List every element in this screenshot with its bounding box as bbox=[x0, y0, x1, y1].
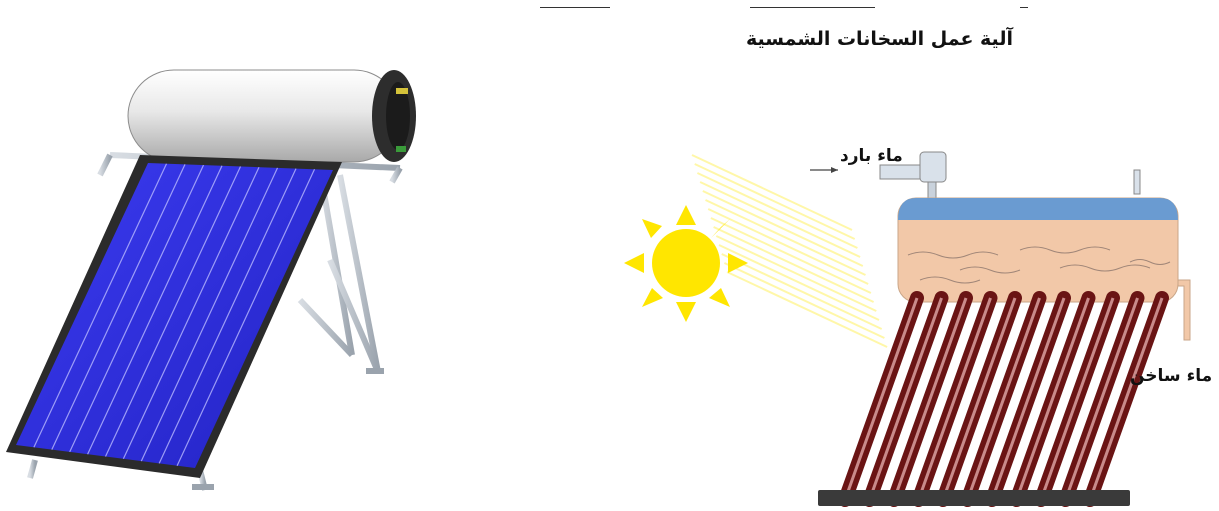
hot-water-label: ماء ساخن bbox=[1130, 366, 1212, 386]
leg-foot bbox=[192, 484, 214, 490]
cold-water-label: ماء بارد bbox=[840, 146, 903, 166]
working-principle-diagram: آلية عمل السخانات الشمسية bbox=[540, 0, 1219, 511]
storage-tank bbox=[128, 70, 416, 162]
collector-tubes bbox=[845, 298, 1162, 500]
ground-rail bbox=[818, 490, 1130, 506]
solar-collector-panel bbox=[6, 155, 342, 478]
sun-icon bbox=[624, 205, 748, 322]
hot-water-tank bbox=[898, 198, 1190, 340]
leg-foot bbox=[366, 368, 384, 374]
flat-plate-heater-illustration bbox=[0, 0, 540, 511]
sun-rays bbox=[692, 155, 887, 347]
